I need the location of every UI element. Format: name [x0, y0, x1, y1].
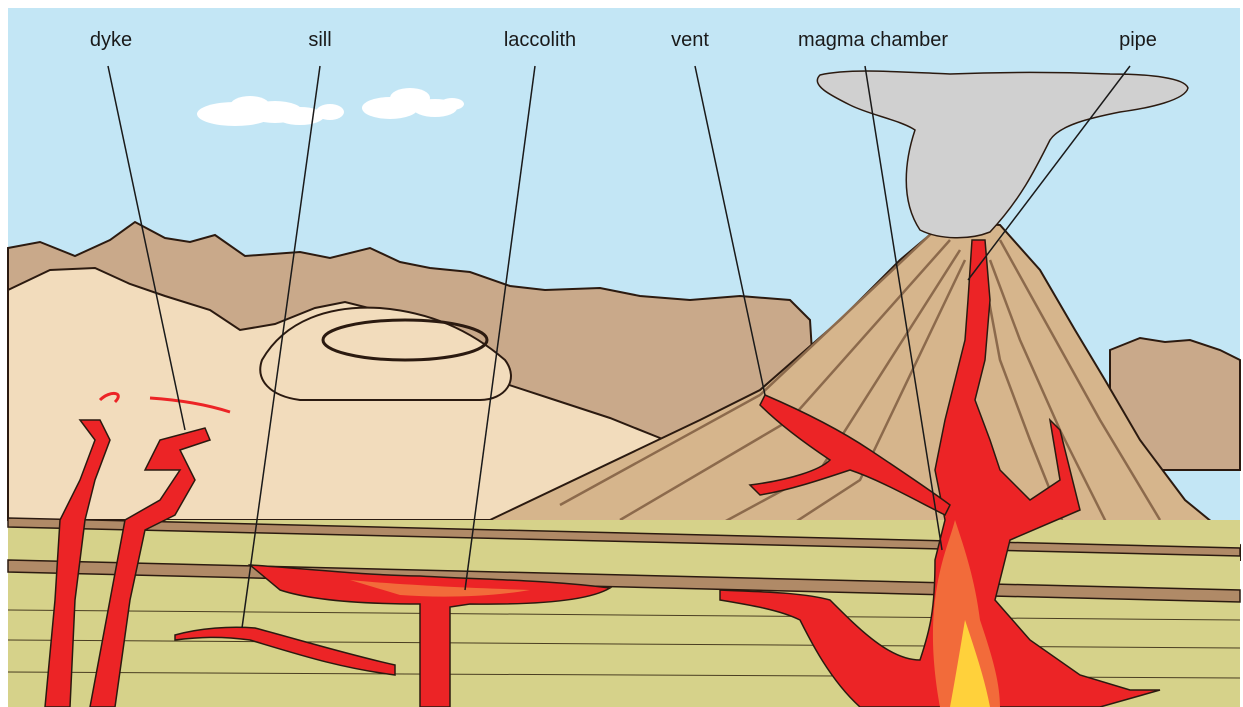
label-magma-chamber: magma chamber: [798, 28, 948, 52]
label-laccolith: laccolith: [504, 28, 576, 52]
label-vent: vent: [671, 28, 709, 52]
label-dyke: dyke: [90, 28, 132, 52]
label-pipe: pipe: [1119, 28, 1157, 52]
label-sill: sill: [308, 28, 331, 52]
